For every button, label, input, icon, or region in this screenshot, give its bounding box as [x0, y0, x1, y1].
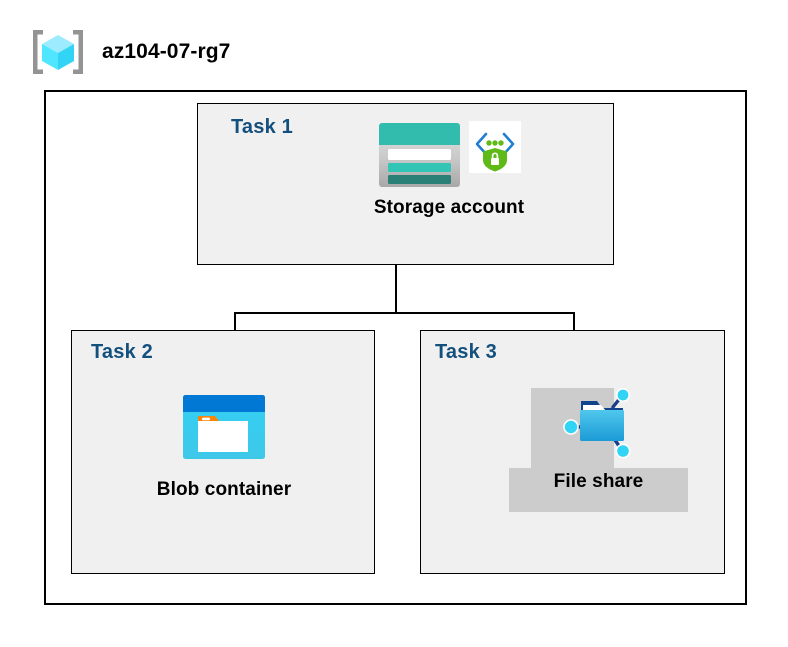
resource-group-title: az104-07-rg7 [102, 40, 231, 63]
storage-account-icon [377, 121, 462, 189]
secure-endpoint-shield-icon [469, 121, 521, 173]
task-1-label: Task 1 [231, 116, 293, 138]
file-share-label-highlight [509, 468, 688, 512]
storage-account-caption: Storage account [373, 197, 525, 218]
file-share-caption: File share [553, 471, 644, 492]
blob-container-icon [181, 393, 267, 463]
resource-group-header: az104-07-rg7 [30, 26, 230, 78]
task-box-1[interactable]: Task 1 [197, 103, 614, 265]
task-2-label: Task 2 [91, 341, 153, 363]
connector-horizontal-bus [234, 312, 575, 314]
file-share-icon [561, 383, 637, 463]
node-file-share[interactable]: File share [509, 383, 688, 493]
task-box-2[interactable]: Task 2 Blob container [71, 330, 375, 574]
storage-account-icon-row [377, 121, 521, 191]
resource-group-icon [30, 27, 86, 77]
task-3-label: Task 3 [435, 341, 497, 363]
node-blob-container[interactable]: Blob container [154, 393, 294, 501]
blob-container-caption: Blob container [156, 479, 292, 500]
node-storage-account[interactable]: Storage account [349, 121, 549, 219]
connector-storage-down [395, 265, 397, 314]
